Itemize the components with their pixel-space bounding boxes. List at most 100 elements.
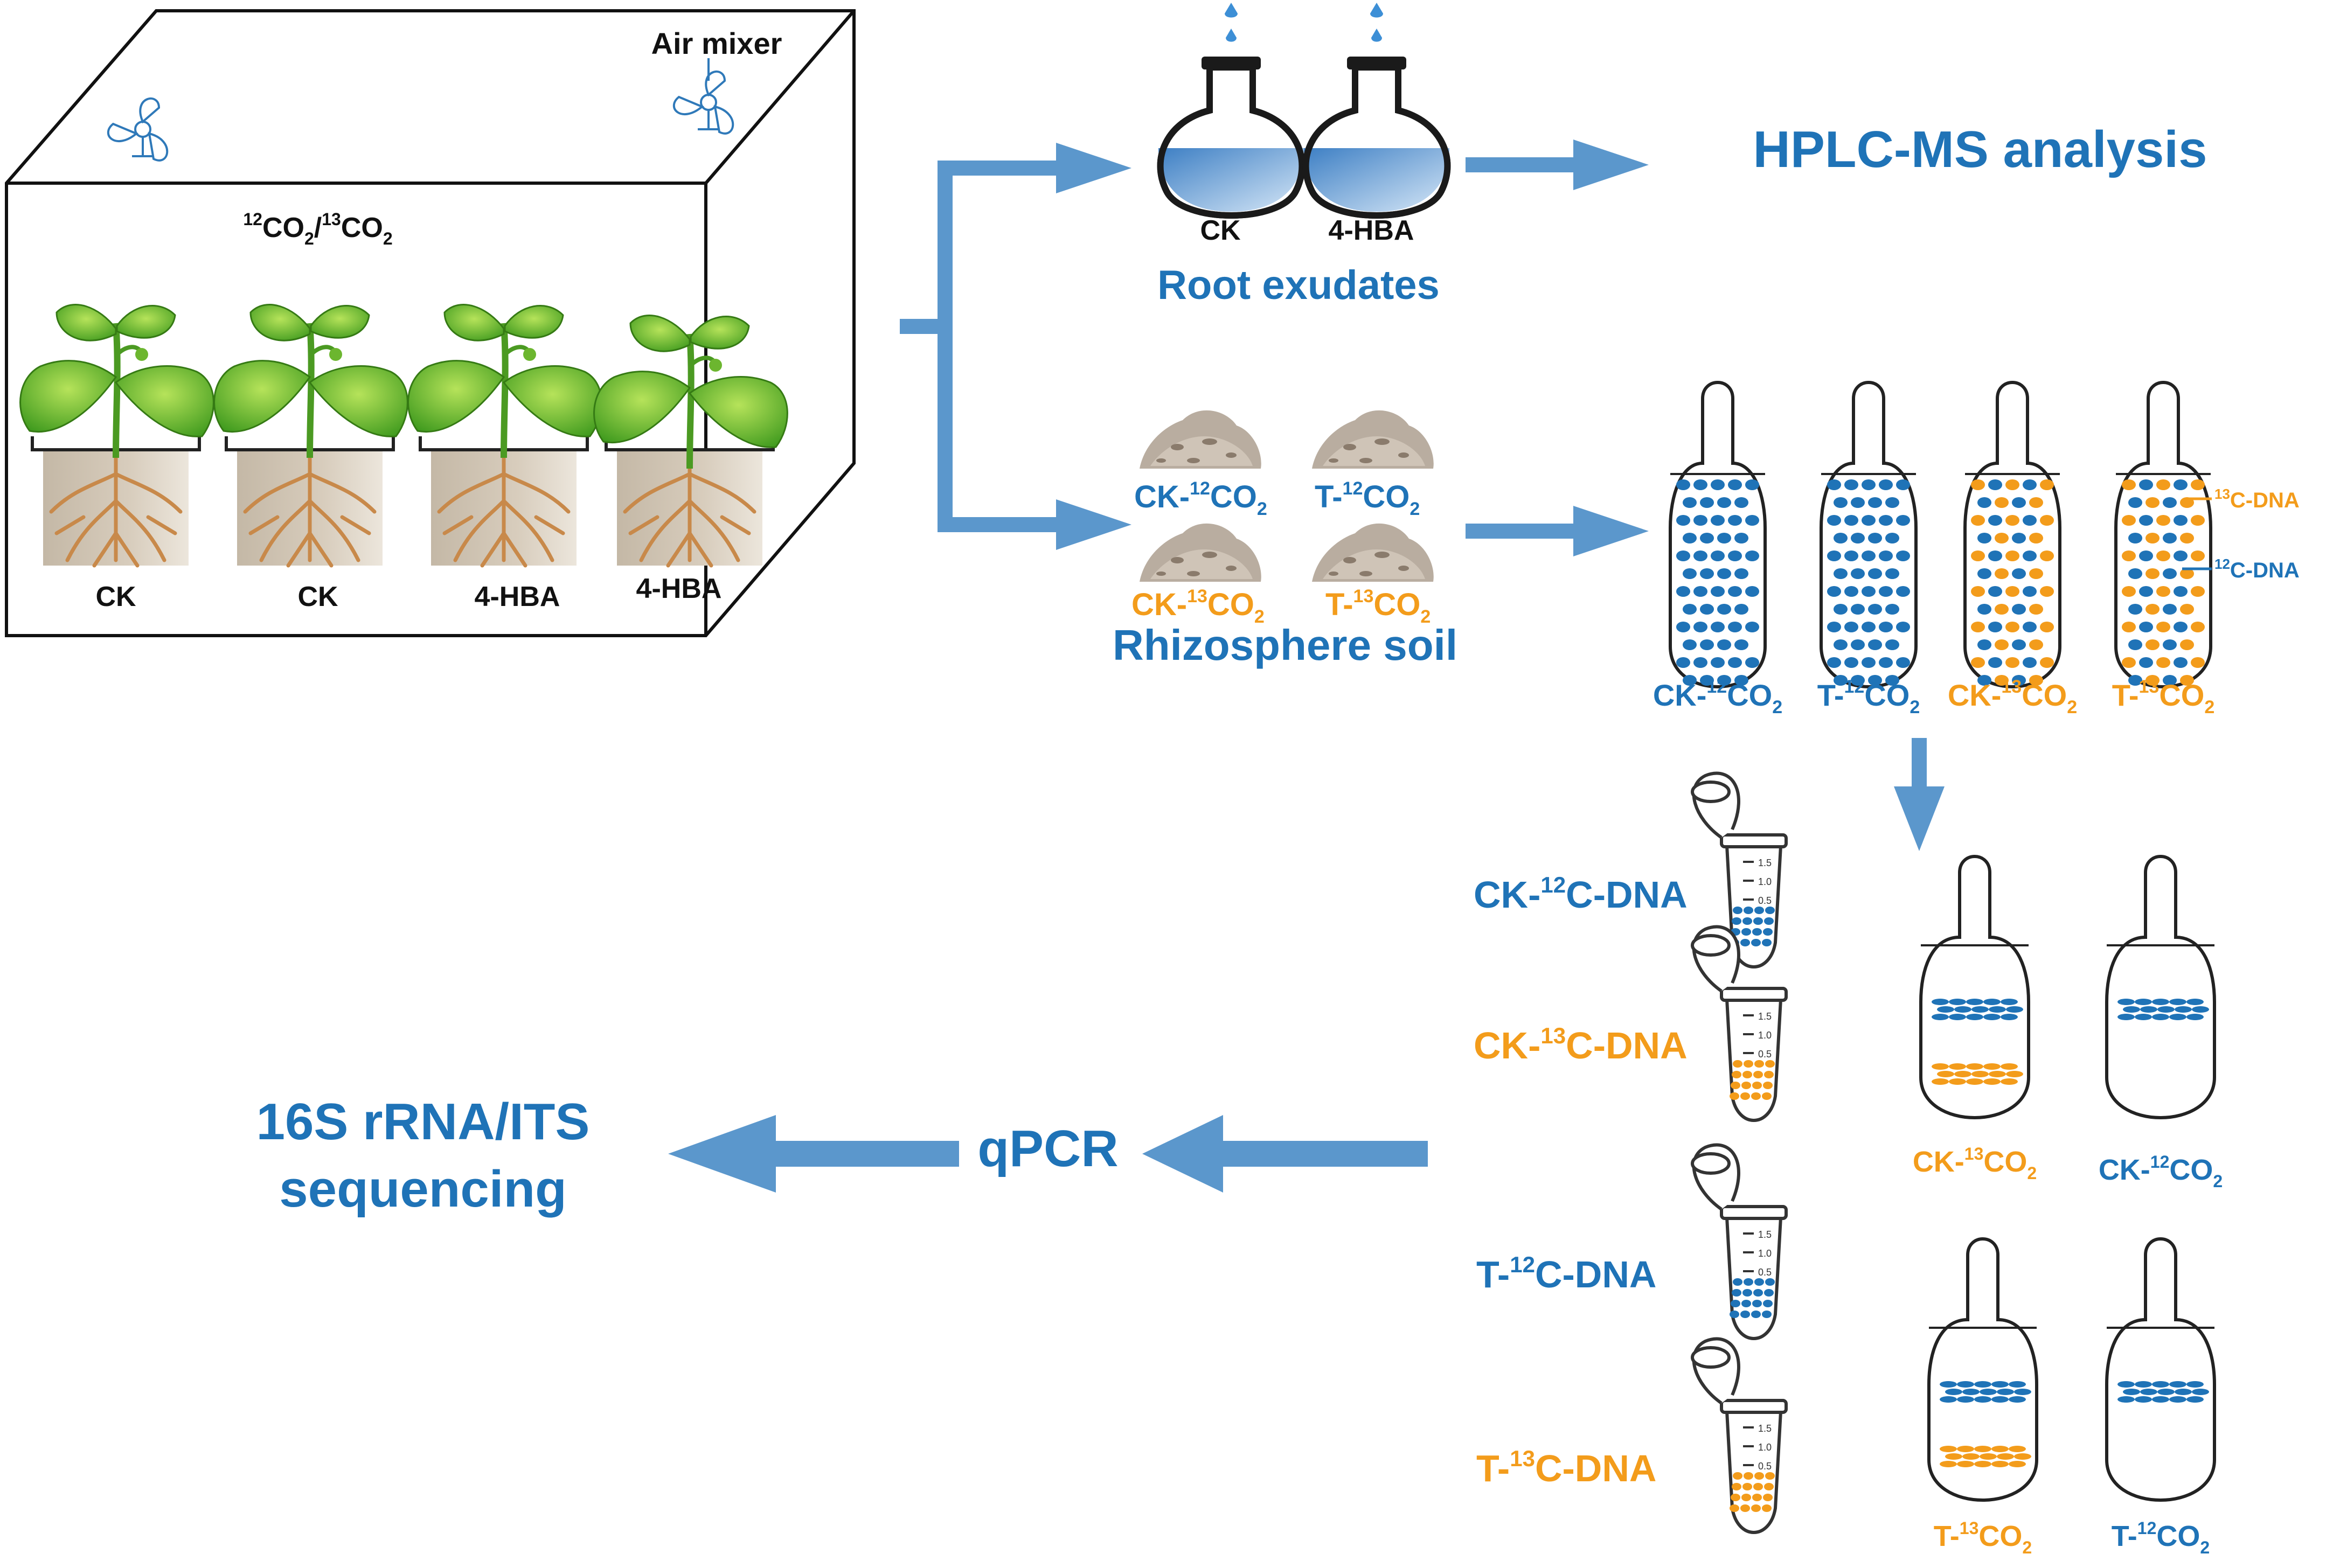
- gas-label: 12CO2/13CO2: [243, 210, 392, 248]
- band-mark: [1954, 1071, 1971, 1077]
- tube-mark: 0.5: [1758, 1049, 1772, 1060]
- pot-2: CK: [214, 305, 408, 612]
- dna-dot: [2174, 622, 2188, 632]
- fraction-tube: [1919, 855, 2030, 1119]
- band-mark: [2169, 1396, 2186, 1403]
- dna-dot: [1844, 515, 1858, 526]
- dna-dot: [1862, 550, 1876, 561]
- dna-dot: [1988, 550, 2002, 561]
- dna-dot: [1676, 586, 1690, 597]
- band-mark: [2175, 1006, 2192, 1013]
- fraction-tubes: CK-13CO2 CK-12CO2 T-13CO2 T-12CO2: [1913, 855, 2223, 1557]
- dna-dot: [1879, 622, 1893, 632]
- dna-dot: [1676, 515, 1690, 526]
- dna-dot: [1693, 479, 1707, 490]
- dna-dot: [1700, 533, 1714, 543]
- band-mark: [1940, 1381, 1957, 1388]
- dna-dot: [2128, 533, 2142, 543]
- dna-dot: [2180, 675, 2194, 686]
- pot-label: CK: [95, 581, 136, 612]
- band-mark: [1957, 1381, 1974, 1388]
- band-mark: [1971, 1006, 1989, 1013]
- dna-dot: [2180, 639, 2194, 650]
- dna-dot: [2029, 497, 2043, 508]
- dna-dot: [1868, 533, 1882, 543]
- band-mark: [1971, 1071, 1989, 1077]
- dna-dot: [1683, 675, 1697, 686]
- 13c-dna-callout: 13C-DNA: [2214, 486, 2300, 512]
- dna-dot: [2191, 550, 2205, 561]
- dna-dot: [1711, 622, 1725, 632]
- dna-dot: [2174, 515, 2188, 526]
- dna-dot: [1879, 657, 1893, 668]
- dna-dot: [2146, 639, 2160, 650]
- dna-dot: [1995, 533, 2009, 543]
- band-mark: [2157, 1006, 2175, 1013]
- dna-dot: [2128, 497, 2142, 508]
- soil-pile-icon: [1140, 523, 1261, 582]
- pot-4: 4-HBA: [594, 316, 788, 604]
- dna-dot: [1728, 550, 1742, 561]
- dna-dot: [2040, 657, 2054, 668]
- soil-pile-icon: [1140, 410, 1261, 469]
- dna-dot: [1995, 675, 2009, 686]
- band-mark: [1937, 1071, 1954, 1077]
- dna-dot: [2122, 550, 2136, 561]
- band-mark: [1989, 1071, 2006, 1077]
- band-mark: [1991, 1396, 2009, 1403]
- dna-dot: [1977, 497, 1991, 508]
- pot-1: CK: [20, 305, 214, 612]
- dna-dot: [1745, 550, 1759, 561]
- dna-dot: [1844, 586, 1858, 597]
- band-mark: [1974, 1461, 1991, 1467]
- dna-dot: [2122, 622, 2136, 632]
- dna-dot: [2156, 622, 2170, 632]
- dna-dot: [1879, 515, 1893, 526]
- dna-dot: [1834, 675, 1848, 686]
- gradient-tube: [2114, 381, 2212, 688]
- root-exudates-section: CK 4-HBA Root exudates HPLC-MS analysis: [1157, 3, 2207, 308]
- band-mark: [1997, 1453, 2014, 1460]
- dna-dot: [1827, 657, 1841, 668]
- band-mark: [1966, 999, 1983, 1005]
- dna-dot: [2156, 586, 2170, 597]
- dna-dot: [1745, 479, 1759, 490]
- dna-dot: [2191, 657, 2205, 668]
- dna-dot: [2012, 568, 2026, 579]
- dna-dot: [1971, 657, 1985, 668]
- band-mark: [2135, 1381, 2152, 1388]
- dna-dot: [1862, 515, 1876, 526]
- dna-dot: [2040, 515, 2054, 526]
- dna-dot: [2012, 497, 2026, 508]
- dna-dot: [2005, 550, 2019, 561]
- dna-dot: [2029, 568, 2043, 579]
- band-mark: [1997, 1389, 2014, 1395]
- dna-dot: [2128, 604, 2142, 615]
- dna-dot: [1885, 639, 1899, 650]
- dna-dot: [1868, 568, 1882, 579]
- band-mark: [2001, 999, 2018, 1005]
- dna-dot: [1745, 622, 1759, 632]
- band-mark: [2117, 1014, 2135, 1020]
- band-mark: [1954, 1006, 1971, 1013]
- dna-dot: [1995, 604, 2009, 615]
- tube-mark: 0.5: [1758, 895, 1772, 906]
- dna-dot: [2139, 657, 2153, 668]
- dna-dot: [1988, 479, 2002, 490]
- air-mixer-label: Air mixer: [651, 26, 782, 60]
- dna-dot: [1728, 586, 1742, 597]
- dna-dot: [1862, 657, 1876, 668]
- dna-dot: [1971, 586, 1985, 597]
- band-mark: [2009, 1446, 2026, 1452]
- dna-dot: [1851, 568, 1865, 579]
- sequencing-label-line2: sequencing: [279, 1160, 566, 1218]
- dna-dot: [2023, 657, 2037, 668]
- band-mark: [1983, 1014, 2001, 1020]
- band-mark: [2135, 1396, 2152, 1403]
- dna-dot: [2122, 515, 2136, 526]
- dna-dot: [1896, 586, 1910, 597]
- dna-dot: [2128, 675, 2142, 686]
- dna-dot: [2122, 657, 2136, 668]
- dna-dot: [2029, 639, 2043, 650]
- band-mark: [1991, 1461, 2009, 1467]
